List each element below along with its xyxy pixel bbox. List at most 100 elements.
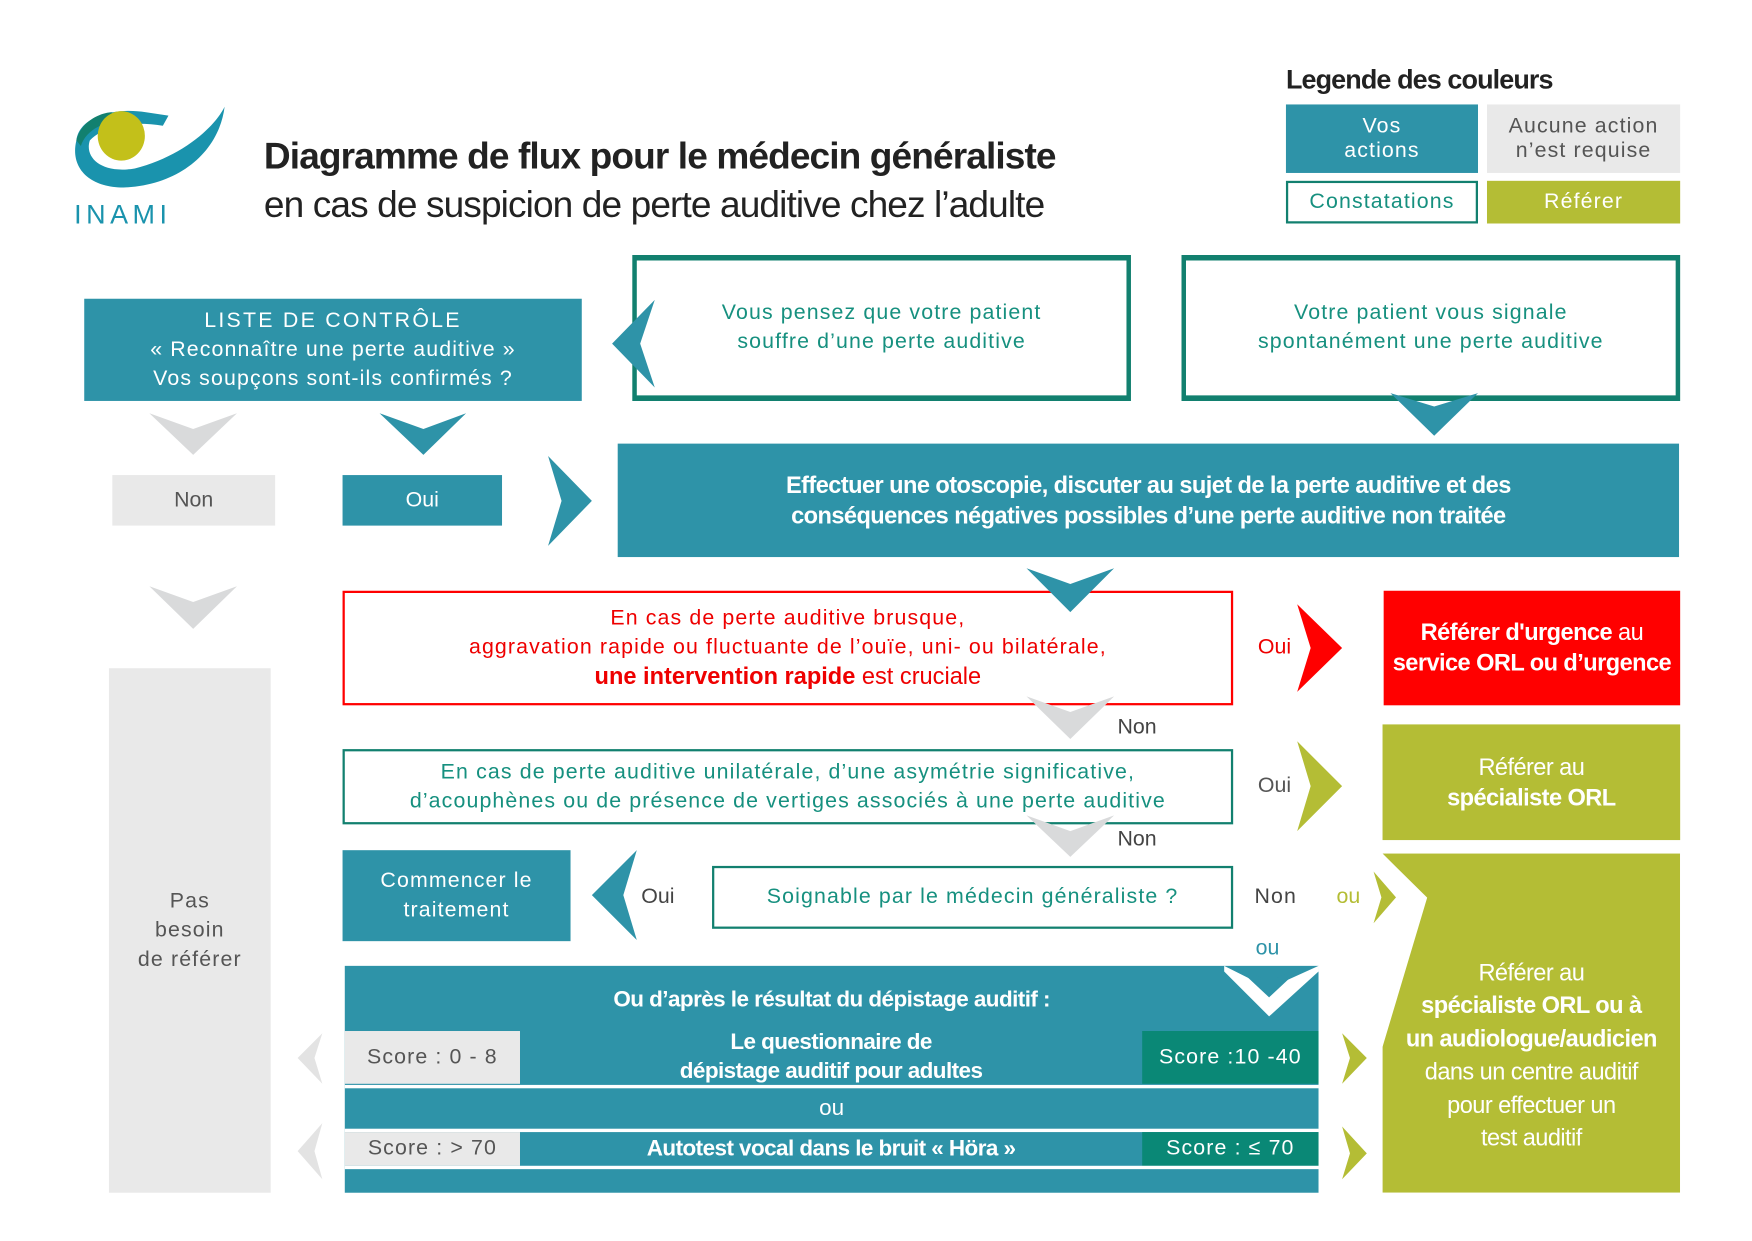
box-text: traitement <box>403 897 510 922</box>
chevron-down-icon <box>1390 393 1478 436</box>
box-text: au <box>1612 619 1644 646</box>
chevron-right-icon <box>1342 1126 1367 1180</box>
label-or: ou <box>1255 936 1280 961</box>
chevron-left-icon <box>297 1033 323 1084</box>
hora-score-low: Score : ≤ 70 <box>1142 1132 1319 1166</box>
chevron-right-icon <box>1297 604 1343 692</box>
chevron-left-icon <box>612 299 655 388</box>
page-subtitle: en cas de suspicion de perte auditive ch… <box>263 183 1045 225</box>
screening-box: Ou d’après le résultat du dépistage audi… <box>344 965 1319 1193</box>
box-text: de référer <box>137 947 242 971</box>
box-text-bold: une intervention rapide <box>594 663 856 690</box>
hora-score-high: Score : > 70 <box>344 1132 520 1166</box>
box-text: Vos soupçons sont-ils confirmés ? <box>153 366 513 391</box>
page-title: Diagramme de flux pour le médecin généra… <box>263 134 1057 177</box>
box-text: spécialiste ORL ou à <box>1421 992 1642 1019</box>
label-yes: Oui <box>641 885 675 909</box>
box-text: aggravation rapide ou fluctuante de l’ou… <box>468 635 1107 660</box>
unilateral-box: En cas de perte auditive unilatérale, d’… <box>342 749 1234 825</box>
box-text: conséquences négatives possibles d’une p… <box>791 502 1506 529</box>
box-text: besoin <box>154 918 225 942</box>
chevron-down-icon <box>1224 965 1319 1017</box>
start-treatment-box: Commencer le traitement <box>342 850 571 942</box>
chevron-down-icon <box>1026 815 1115 857</box>
label-yes: Oui <box>1257 635 1292 660</box>
box-text: dépistage auditif pour adultes <box>679 1059 983 1084</box>
answer-yes: Oui <box>342 475 503 526</box>
label-no: Non <box>1117 715 1157 739</box>
label-no: Non <box>1117 827 1157 852</box>
audiology-referral-box: Référer au spécialiste ORL ou à un audiolo… <box>1382 853 1681 1193</box>
label-no: Non <box>1254 885 1298 909</box>
reported-box: Votre patient vous signale spontanément u… <box>1181 254 1681 401</box>
legend-label: n’est requise <box>1515 138 1652 163</box>
chevron-right-icon <box>1297 741 1343 832</box>
label-or: ou <box>1336 885 1361 909</box>
chevron-down-icon <box>1026 696 1115 739</box>
box-text: Commencer le <box>380 868 533 893</box>
suspect-box: Vous pensez que votre patient souffre d’u… <box>632 254 1131 401</box>
box-text: LISTE DE CONTRÔLE <box>204 308 462 332</box>
chevron-right-icon <box>1373 871 1397 924</box>
screening-title: Ou d’après le résultat du dépistage audi… <box>613 987 1050 1012</box>
legend-label: Vos <box>1362 113 1402 138</box>
box-text: Effectuer une otoscopie, discuter au suj… <box>785 472 1511 499</box>
label-yes: Oui <box>1257 773 1292 798</box>
chevron-down-icon <box>379 413 467 455</box>
box-text: spécialiste ORL <box>1447 784 1616 811</box>
box-text: Pas <box>169 888 210 913</box>
box-text: pour effectuer un <box>1447 1092 1616 1119</box>
audiology-text: Référer au spécialiste ORL ou à un audiolo… <box>1383 921 1681 1191</box>
chevron-down-icon <box>149 586 237 629</box>
logo-text: INAMI <box>74 199 172 231</box>
box-text: Vous pensez que votre patient <box>721 300 1042 325</box>
legend-title: Legende des couleurs <box>1285 65 1554 96</box>
box-text: est cruciale <box>855 663 982 690</box>
chevron-left-icon <box>591 850 637 941</box>
chevron-down-icon <box>149 413 237 455</box>
box-text: Référer d'urgence <box>1420 619 1613 646</box>
questionnaire-label: Le questionnaire de dépistage auditif pou… <box>520 1029 1142 1085</box>
box-text: spontanément une perte auditive <box>1257 330 1604 354</box>
questionnaire-score-high: Score :10 -40 <box>1142 1031 1319 1084</box>
divider <box>344 1084 1319 1089</box>
answer-no: Non <box>112 475 276 526</box>
box-text: test auditif <box>1480 1125 1582 1152</box>
legend-refer: Référer <box>1486 180 1681 224</box>
legend-label: Aucune action <box>1508 113 1659 138</box>
chevron-down-icon <box>1026 568 1115 613</box>
ent-referral-box: Référer au spécialiste ORL <box>1382 724 1681 841</box>
box-text: Votre patient vous signale <box>1294 300 1568 325</box>
box-text: Référer au <box>1478 754 1585 780</box>
box-text: d’acouphènes ou de présence de vertiges … <box>409 788 1166 813</box>
chevron-right-icon <box>548 455 592 546</box>
divider <box>344 1165 1319 1170</box>
box-text: service ORL ou d’urgence <box>1392 650 1672 677</box>
urgent-referral-box: Référer d'urgence au service ORL ou d’urg… <box>1383 590 1681 706</box>
divider <box>344 1128 1319 1133</box>
sudden-loss-box: En cas de perte auditive brusque, aggrava… <box>342 590 1234 706</box>
chevron-right-icon <box>1342 1033 1367 1084</box>
box-text: souffre d’une perte auditive <box>737 330 1026 354</box>
box-text: dans un centre auditif <box>1424 1059 1639 1085</box>
legend-label: actions <box>1344 138 1420 163</box>
legend-findings: Constatations <box>1285 180 1478 224</box>
questionnaire-score-low: Score : 0 - 8 <box>344 1031 520 1084</box>
chevron-left-icon <box>297 1123 323 1180</box>
box-text: un audiologue/audicien <box>1405 1025 1658 1052</box>
treatable-box: Soignable par le médecin généraliste ? <box>712 865 1234 929</box>
otoscopy-box: Effectuer une otoscopie, discuter au suj… <box>617 443 1680 558</box>
box-text: En cas de perte auditive brusque, <box>610 606 966 631</box>
checklist-box: LISTE DE CONTRÔLE « Reconnaître une perte… <box>84 298 582 401</box>
box-text: « Reconnaître une perte auditive » <box>150 337 516 362</box>
inami-logo-icon <box>75 106 225 188</box>
screening-or: ou <box>819 1095 845 1121</box>
box-text: Référer au <box>1478 959 1585 986</box>
hora-label: Autotest vocal dans le bruit « Höra » <box>646 1136 1016 1161</box>
box-text: Le questionnaire de <box>730 1029 932 1055</box>
